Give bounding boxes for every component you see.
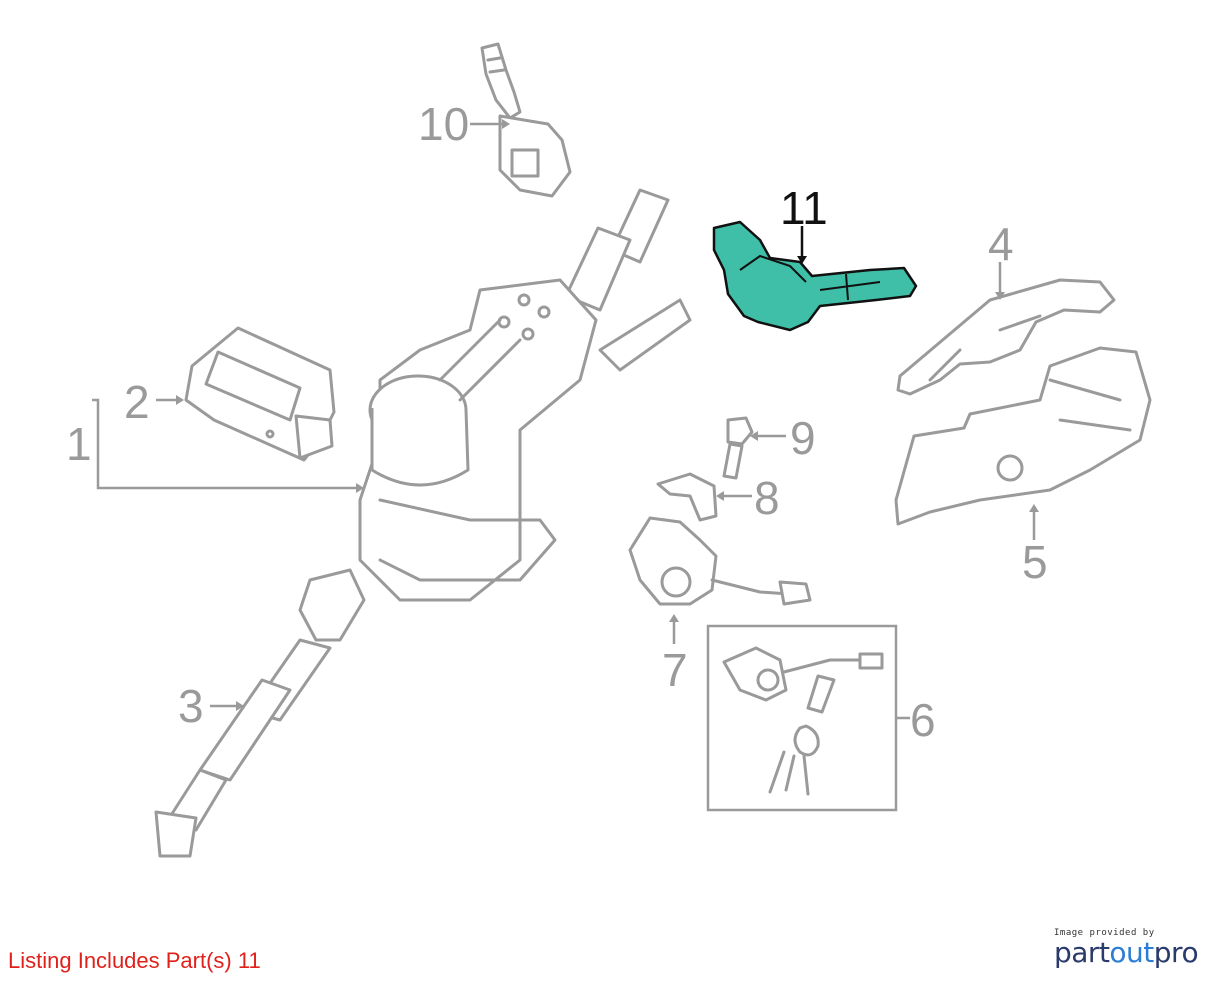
image-provided-by-label: Image provided by [1054, 928, 1155, 938]
callout-11: 11 [780, 182, 828, 234]
callout-8: 8 [754, 472, 780, 524]
callout-2: 2 [124, 376, 150, 428]
part-10-switch [480, 42, 572, 198]
part-11-combination-switch-highlighted [712, 220, 918, 332]
callout-4: 4 [988, 218, 1014, 270]
part-3-intermediate-shaft [154, 568, 366, 858]
brand-name-part2: out [1109, 936, 1154, 969]
listing-includes-text: Listing Includes Part(s) 11 [8, 948, 261, 973]
callout-7: 7 [662, 644, 688, 696]
callout-5: 5 [1022, 536, 1048, 588]
callout-1: 1 [66, 418, 92, 470]
partoutpro-logo: Image provided by partoutpro [1054, 928, 1214, 969]
leader-1 [92, 398, 356, 490]
callout-9: 9 [790, 412, 816, 464]
brand-name: partoutpro [1054, 936, 1214, 969]
callout-10: 10 [418, 98, 469, 150]
brand-name-part3: pro [1153, 936, 1199, 969]
part-8-bracket [656, 472, 718, 522]
part-6-lock-cylinder-kit [706, 624, 898, 812]
callout-3: 3 [178, 680, 204, 732]
part-5-lower-shroud [894, 346, 1152, 526]
part-2-control-module [184, 326, 336, 462]
brand-name-part1: part [1054, 936, 1110, 969]
part-1-steering-column [358, 188, 692, 602]
part-4-upper-shroud [896, 278, 1116, 396]
callout-6: 6 [910, 694, 936, 746]
part-7-ignition-housing [628, 516, 812, 606]
part-9-bolt [722, 416, 754, 480]
